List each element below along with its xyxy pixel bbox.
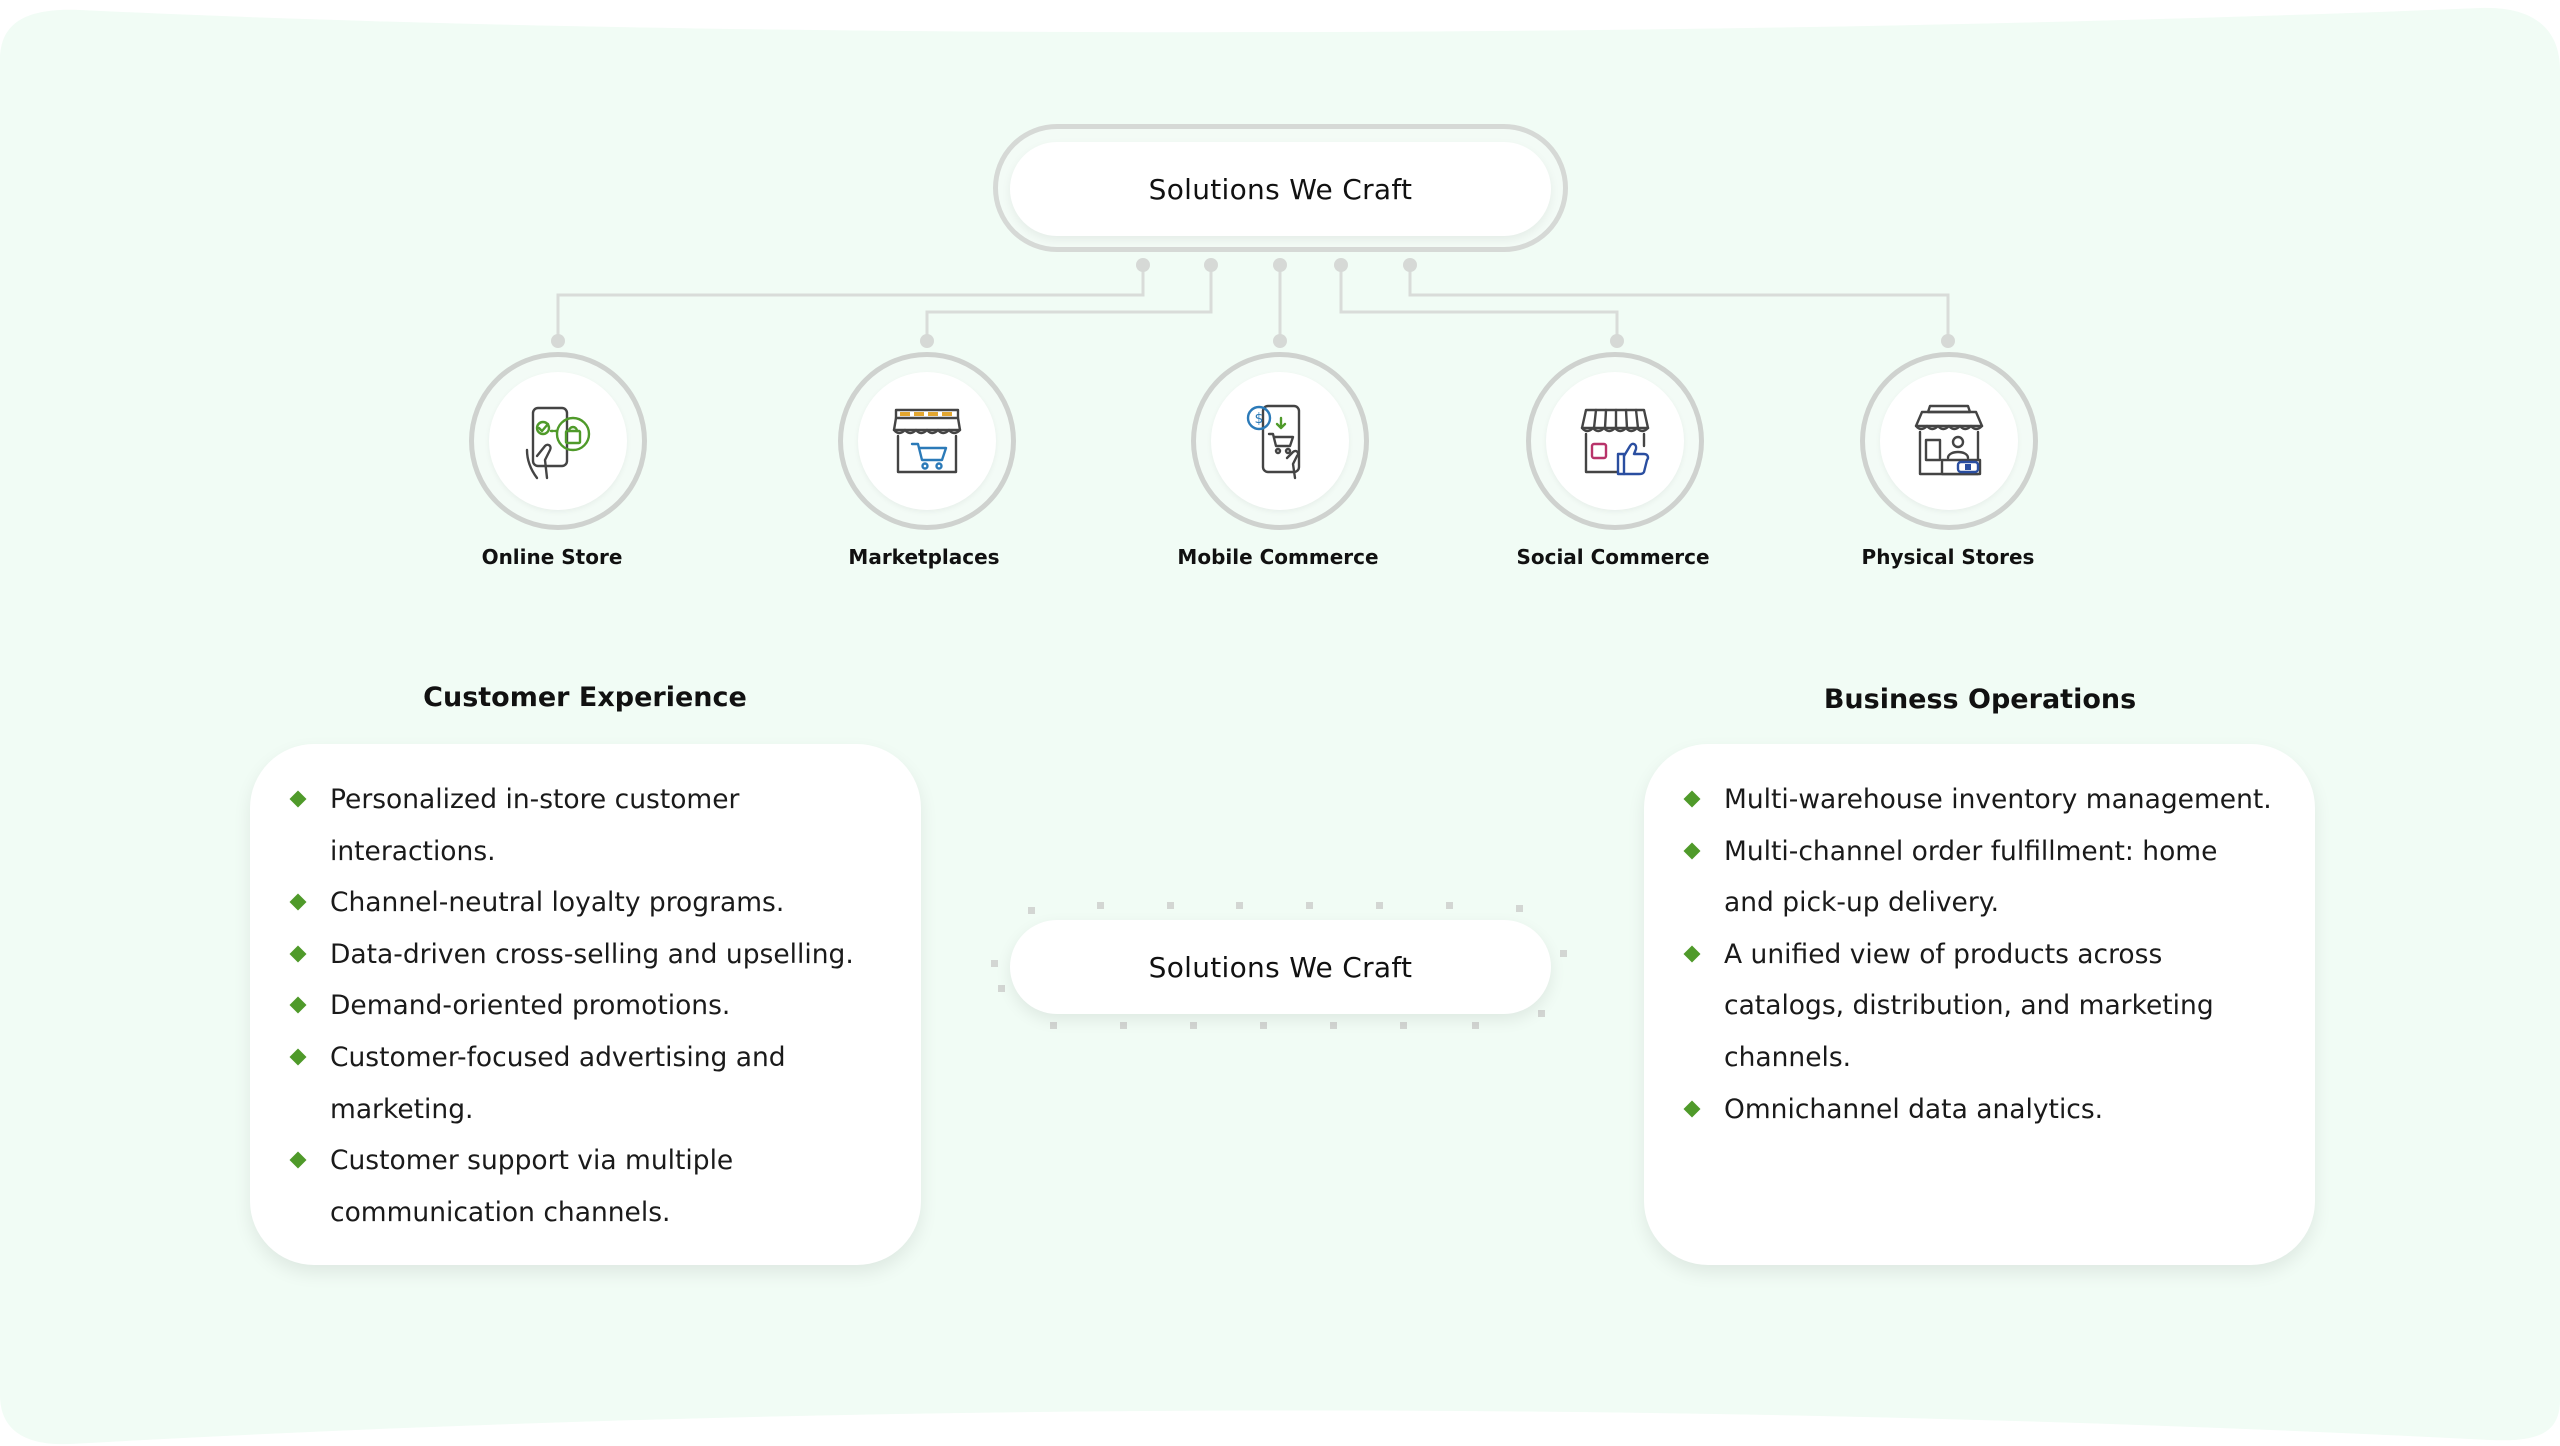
node-label-marketplaces: Marketplaces xyxy=(848,545,1000,569)
diamond-bullet-icon xyxy=(289,945,307,963)
customer-experience-heading: Customer Experience xyxy=(423,682,747,713)
business-operations-heading: Business Operations xyxy=(1823,684,2137,715)
header-title: Solutions We Craft xyxy=(1010,142,1551,236)
diamond-bullet-icon xyxy=(1683,1100,1701,1118)
node-label-physical-stores: Physical Stores xyxy=(1861,545,2035,569)
diamond-bullet-icon xyxy=(289,1151,307,1169)
phone-payment-cart-icon: $ xyxy=(1246,404,1301,480)
node-mobile-commerce: $ xyxy=(1191,352,1369,530)
list-item: Data-driven cross-selling and upselling. xyxy=(288,929,881,981)
list-item: Personalized in-store customer interacti… xyxy=(288,774,881,877)
store-thumbs-up-icon xyxy=(1580,408,1650,476)
svg-text:$: $ xyxy=(1255,411,1264,427)
diamond-bullet-icon xyxy=(289,790,307,808)
node-label-social-commerce: Social Commerce xyxy=(1516,545,1710,569)
list-item: Multi-warehouse inventory management. xyxy=(1682,774,2275,826)
list-item: Omnichannel data analytics. xyxy=(1682,1084,2275,1136)
diamond-bullet-icon xyxy=(1683,945,1701,963)
list-item: Multi-channel order fulfillment: home an… xyxy=(1682,826,2275,929)
shop-cashier-icon xyxy=(1914,404,1984,476)
center-title: Solutions We Craft xyxy=(1010,920,1551,1014)
list-item: A unified view of products across catalo… xyxy=(1682,929,2275,1084)
node-label-online-store: Online Store xyxy=(481,545,623,569)
node-online-store xyxy=(469,352,647,530)
dotted-ring xyxy=(991,902,1567,1029)
customer-experience-list: Personalized in-store customer interacti… xyxy=(288,774,881,1238)
node-label-mobile-commerce: Mobile Commerce xyxy=(1177,545,1379,569)
node-social-commerce xyxy=(1526,352,1704,530)
business-operations-list: Multi-warehouse inventory management. Mu… xyxy=(1682,774,2275,1135)
customer-experience-card: Personalized in-store customer interacti… xyxy=(250,744,921,1265)
smartphone-shopping-bag-icon xyxy=(525,406,591,480)
diamond-bullet-icon xyxy=(289,893,307,911)
diamond-bullet-icon xyxy=(289,1048,307,1066)
node-physical-stores xyxy=(1860,352,2038,530)
list-item: Demand-oriented promotions. xyxy=(288,980,881,1032)
list-item: Channel-neutral loyalty programs. xyxy=(288,877,881,929)
node-marketplaces xyxy=(838,352,1016,530)
connector-lines xyxy=(556,265,1950,341)
connector-dots xyxy=(551,258,1955,348)
storefront-cart-icon xyxy=(892,408,962,474)
diamond-bullet-icon xyxy=(289,996,307,1014)
diamond-bullet-icon xyxy=(1683,842,1701,860)
business-operations-card: Multi-warehouse inventory management. Mu… xyxy=(1644,744,2315,1265)
list-item: Customer support via multiple communicat… xyxy=(288,1135,881,1238)
diamond-bullet-icon xyxy=(1683,790,1701,808)
list-item: Customer-focused advertising and marketi… xyxy=(288,1032,881,1135)
